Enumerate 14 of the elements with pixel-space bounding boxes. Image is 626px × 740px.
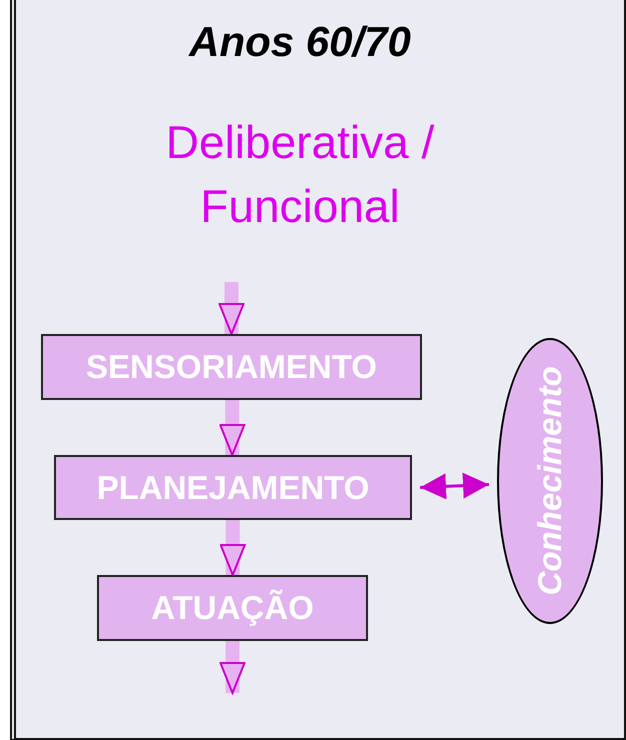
block-arrow xyxy=(220,520,246,576)
process-box xyxy=(54,455,412,520)
title: Anos 60/70 xyxy=(187,17,412,67)
node-label: Conhecimento xyxy=(530,366,570,596)
process-box xyxy=(97,575,368,641)
subtitle: Deliberativa / Funcional xyxy=(164,115,436,234)
block-arrow xyxy=(219,400,246,456)
block-arrow xyxy=(218,282,244,335)
node-label: ATUAÇÃO xyxy=(151,588,314,628)
node-label: PLANEJAMENTO xyxy=(96,468,370,508)
block-arrow xyxy=(220,641,246,694)
node-label: SENSORIAMENTO xyxy=(86,347,377,388)
double-arrow xyxy=(420,472,490,500)
process-box xyxy=(41,334,422,400)
